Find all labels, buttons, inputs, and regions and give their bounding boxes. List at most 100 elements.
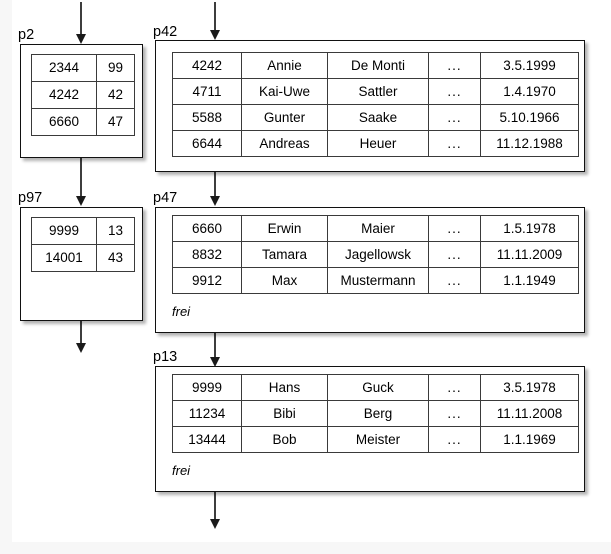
cell-more: ...	[428, 426, 481, 453]
arrow-out-of-p13-line	[214, 492, 216, 522]
cell-more: ...	[428, 374, 481, 401]
cell-firstname: Bibi	[241, 400, 328, 427]
cell-lastname: Sattler	[327, 78, 429, 105]
data-table-p13: 9999 Hans Guck ... 3.5.1978 11234 Bibi B…	[172, 374, 579, 453]
cell-lastname: Saake	[327, 104, 429, 131]
arrow-p42-to-p47-head	[209, 196, 220, 206]
page-label-p42: p42	[153, 24, 178, 40]
cell-firstname: Tamara	[241, 241, 328, 268]
arrow-p47-to-p13-head	[209, 357, 220, 367]
cell-key: 9999	[31, 217, 97, 245]
cell-key: 2344	[31, 54, 97, 82]
page-label-p47: p47	[153, 190, 178, 206]
cell-date: 11.11.2008	[480, 400, 579, 427]
cell-pointer: 47	[96, 108, 135, 136]
cell-more: ...	[428, 400, 481, 427]
cell-lastname: Maier	[327, 215, 429, 242]
table-row[interactable]: 6660 47	[31, 108, 135, 136]
cell-date: 3.5.1978	[480, 374, 579, 401]
page-label-p97: p97	[18, 190, 43, 206]
arrow-out-of-p97-head	[75, 343, 86, 353]
table-row[interactable]: 11234 Bibi Berg ... 11.11.2008	[172, 400, 579, 427]
table-row[interactable]: 13444 Bob Meister ... 1.1.1969	[172, 426, 579, 453]
cell-id: 4711	[172, 78, 242, 105]
cell-lastname: Mustermann	[327, 267, 429, 294]
arrow-into-p42-head	[209, 30, 220, 40]
cell-date: 11.12.1988	[480, 130, 579, 157]
arrow-out-of-p97-line	[80, 320, 82, 346]
index-table-p97: 9999 13 14001 43	[31, 217, 135, 272]
cell-pointer: 42	[96, 81, 135, 109]
cell-key: 14001	[31, 244, 97, 272]
cell-firstname: Bob	[241, 426, 328, 453]
cell-lastname: Guck	[327, 374, 429, 401]
index-table-p2: 2344 99 4242 42 6660 47	[31, 54, 135, 136]
cell-date: 1.5.1978	[480, 215, 579, 242]
table-row[interactable]: 4242 42	[31, 81, 135, 109]
cell-pointer: 43	[96, 244, 135, 272]
page-bottom-edge	[0, 542, 611, 554]
free-space-label-p47: frei	[172, 304, 191, 319]
arrow-into-p2-head	[75, 34, 86, 44]
table-row[interactable]: 4711 Kai-Uwe Sattler ... 1.4.1970	[172, 78, 579, 105]
table-row[interactable]: 4242 Annie De Monti ... 3.5.1999	[172, 52, 579, 79]
cell-firstname: Annie	[241, 52, 328, 79]
cell-id: 9999	[172, 374, 242, 401]
cell-date: 1.1.1949	[480, 267, 579, 294]
cell-more: ...	[428, 78, 481, 105]
data-table-p42: 4242 Annie De Monti ... 3.5.1999 4711 Ka…	[172, 52, 579, 157]
arrow-p2-to-p97-head	[75, 196, 86, 206]
cell-id: 9912	[172, 267, 242, 294]
cell-lastname: Heuer	[327, 130, 429, 157]
cell-id: 6644	[172, 130, 242, 157]
cell-id: 4242	[172, 52, 242, 79]
cell-lastname: De Monti	[327, 52, 429, 79]
cell-firstname: Max	[241, 267, 328, 294]
cell-lastname: Jagellowsk	[327, 241, 429, 268]
cell-firstname: Hans	[241, 374, 328, 401]
cell-more: ...	[428, 215, 481, 242]
cell-date: 5.10.1966	[480, 104, 579, 131]
data-table-p47: 6660 Erwin Maier ... 1.5.1978 8832 Tamar…	[172, 215, 579, 294]
cell-id: 8832	[172, 241, 242, 268]
table-row[interactable]: 9999 Hans Guck ... 3.5.1978	[172, 374, 579, 401]
cell-date: 1.1.1969	[480, 426, 579, 453]
cell-id: 11234	[172, 400, 242, 427]
cell-lastname: Meister	[327, 426, 429, 453]
arrow-p47-to-p13-line	[214, 333, 216, 360]
cell-more: ...	[428, 104, 481, 131]
page-label-p13: p13	[153, 349, 178, 365]
table-row[interactable]: 5588 Gunter Saake ... 5.10.1966	[172, 104, 579, 131]
cell-id: 5588	[172, 104, 242, 131]
page-left-edge	[0, 0, 12, 554]
arrow-p2-to-p97-line	[80, 158, 82, 199]
table-row[interactable]: 6660 Erwin Maier ... 1.5.1978	[172, 215, 579, 242]
cell-id: 13444	[172, 426, 242, 453]
cell-more: ...	[428, 267, 481, 294]
cell-firstname: Gunter	[241, 104, 328, 131]
table-row[interactable]: 14001 43	[31, 244, 135, 272]
cell-key: 4242	[31, 81, 97, 109]
cell-firstname: Andreas	[241, 130, 328, 157]
arrow-into-p42-line	[214, 2, 216, 34]
cell-pointer: 13	[96, 217, 135, 245]
table-row[interactable]: 8832 Tamara Jagellowsk ... 11.11.2009	[172, 241, 579, 268]
table-row[interactable]: 6644 Andreas Heuer ... 11.12.1988	[172, 130, 579, 157]
cell-firstname: Kai-Uwe	[241, 78, 328, 105]
cell-pointer: 99	[96, 54, 135, 82]
table-row[interactable]: 2344 99	[31, 54, 135, 82]
cell-more: ...	[428, 52, 481, 79]
cell-lastname: Berg	[327, 400, 429, 427]
arrow-p42-to-p47-line	[214, 172, 216, 199]
arrow-out-of-p13-head	[209, 519, 220, 529]
cell-date: 11.11.2009	[480, 241, 579, 268]
table-row[interactable]: 9999 13	[31, 217, 135, 245]
page-label-p2: p2	[18, 27, 35, 43]
cell-id: 6660	[172, 215, 242, 242]
cell-more: ...	[428, 130, 481, 157]
cell-key: 6660	[31, 108, 97, 136]
cell-firstname: Erwin	[241, 215, 328, 242]
table-row[interactable]: 9912 Max Mustermann ... 1.1.1949	[172, 267, 579, 294]
cell-more: ...	[428, 241, 481, 268]
